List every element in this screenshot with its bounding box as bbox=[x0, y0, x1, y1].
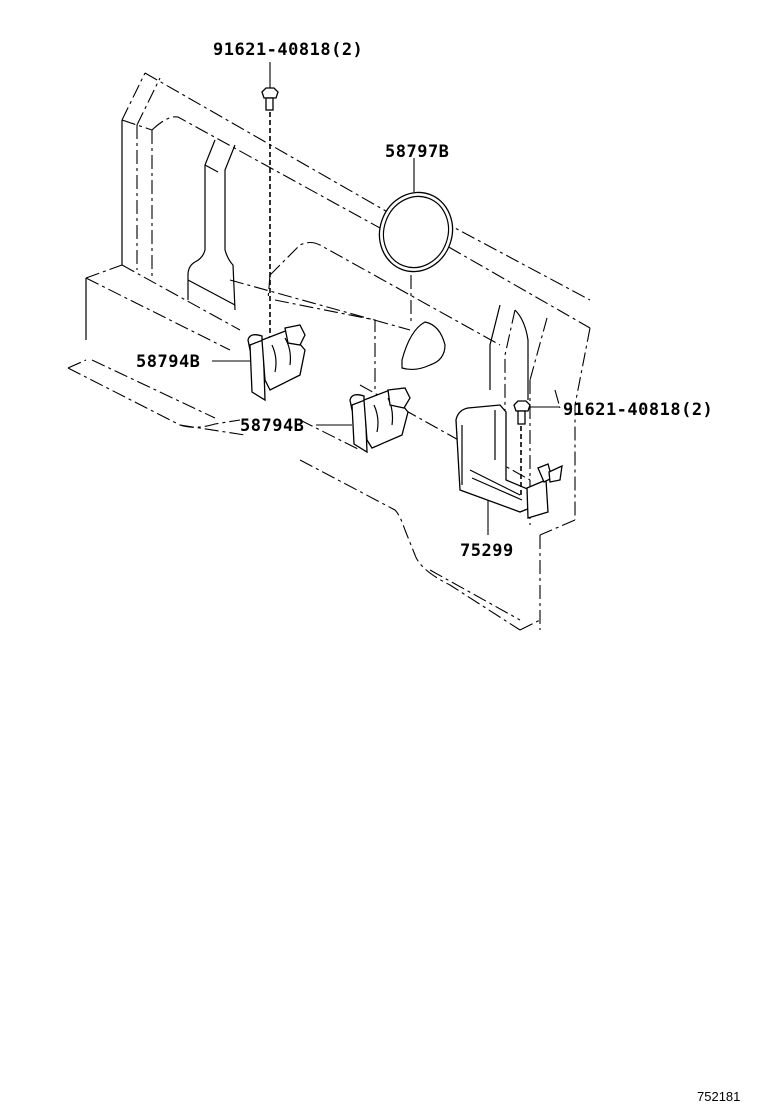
plug-58797b[interactable] bbox=[368, 182, 463, 325]
clip-right-58794b[interactable] bbox=[349, 387, 411, 454]
reference-number: 752181 bbox=[697, 1089, 740, 1104]
callout-bolt-right[interactable]: 91621-40818(2) bbox=[563, 400, 713, 420]
callout-75299[interactable]: 75299 bbox=[460, 541, 514, 561]
callout-58794b-left[interactable]: 58794B bbox=[136, 352, 200, 372]
bolt-right[interactable] bbox=[513, 400, 560, 495]
callout-bolt-top[interactable]: 91621-40818(2) bbox=[213, 40, 363, 60]
callout-58797b[interactable]: 58797B bbox=[385, 142, 449, 162]
bolt-top[interactable] bbox=[261, 62, 279, 345]
clip-left-58794b[interactable] bbox=[247, 324, 306, 402]
bracket-75299[interactable] bbox=[455, 404, 563, 519]
callout-58794b-right[interactable]: 58794B bbox=[240, 416, 304, 436]
